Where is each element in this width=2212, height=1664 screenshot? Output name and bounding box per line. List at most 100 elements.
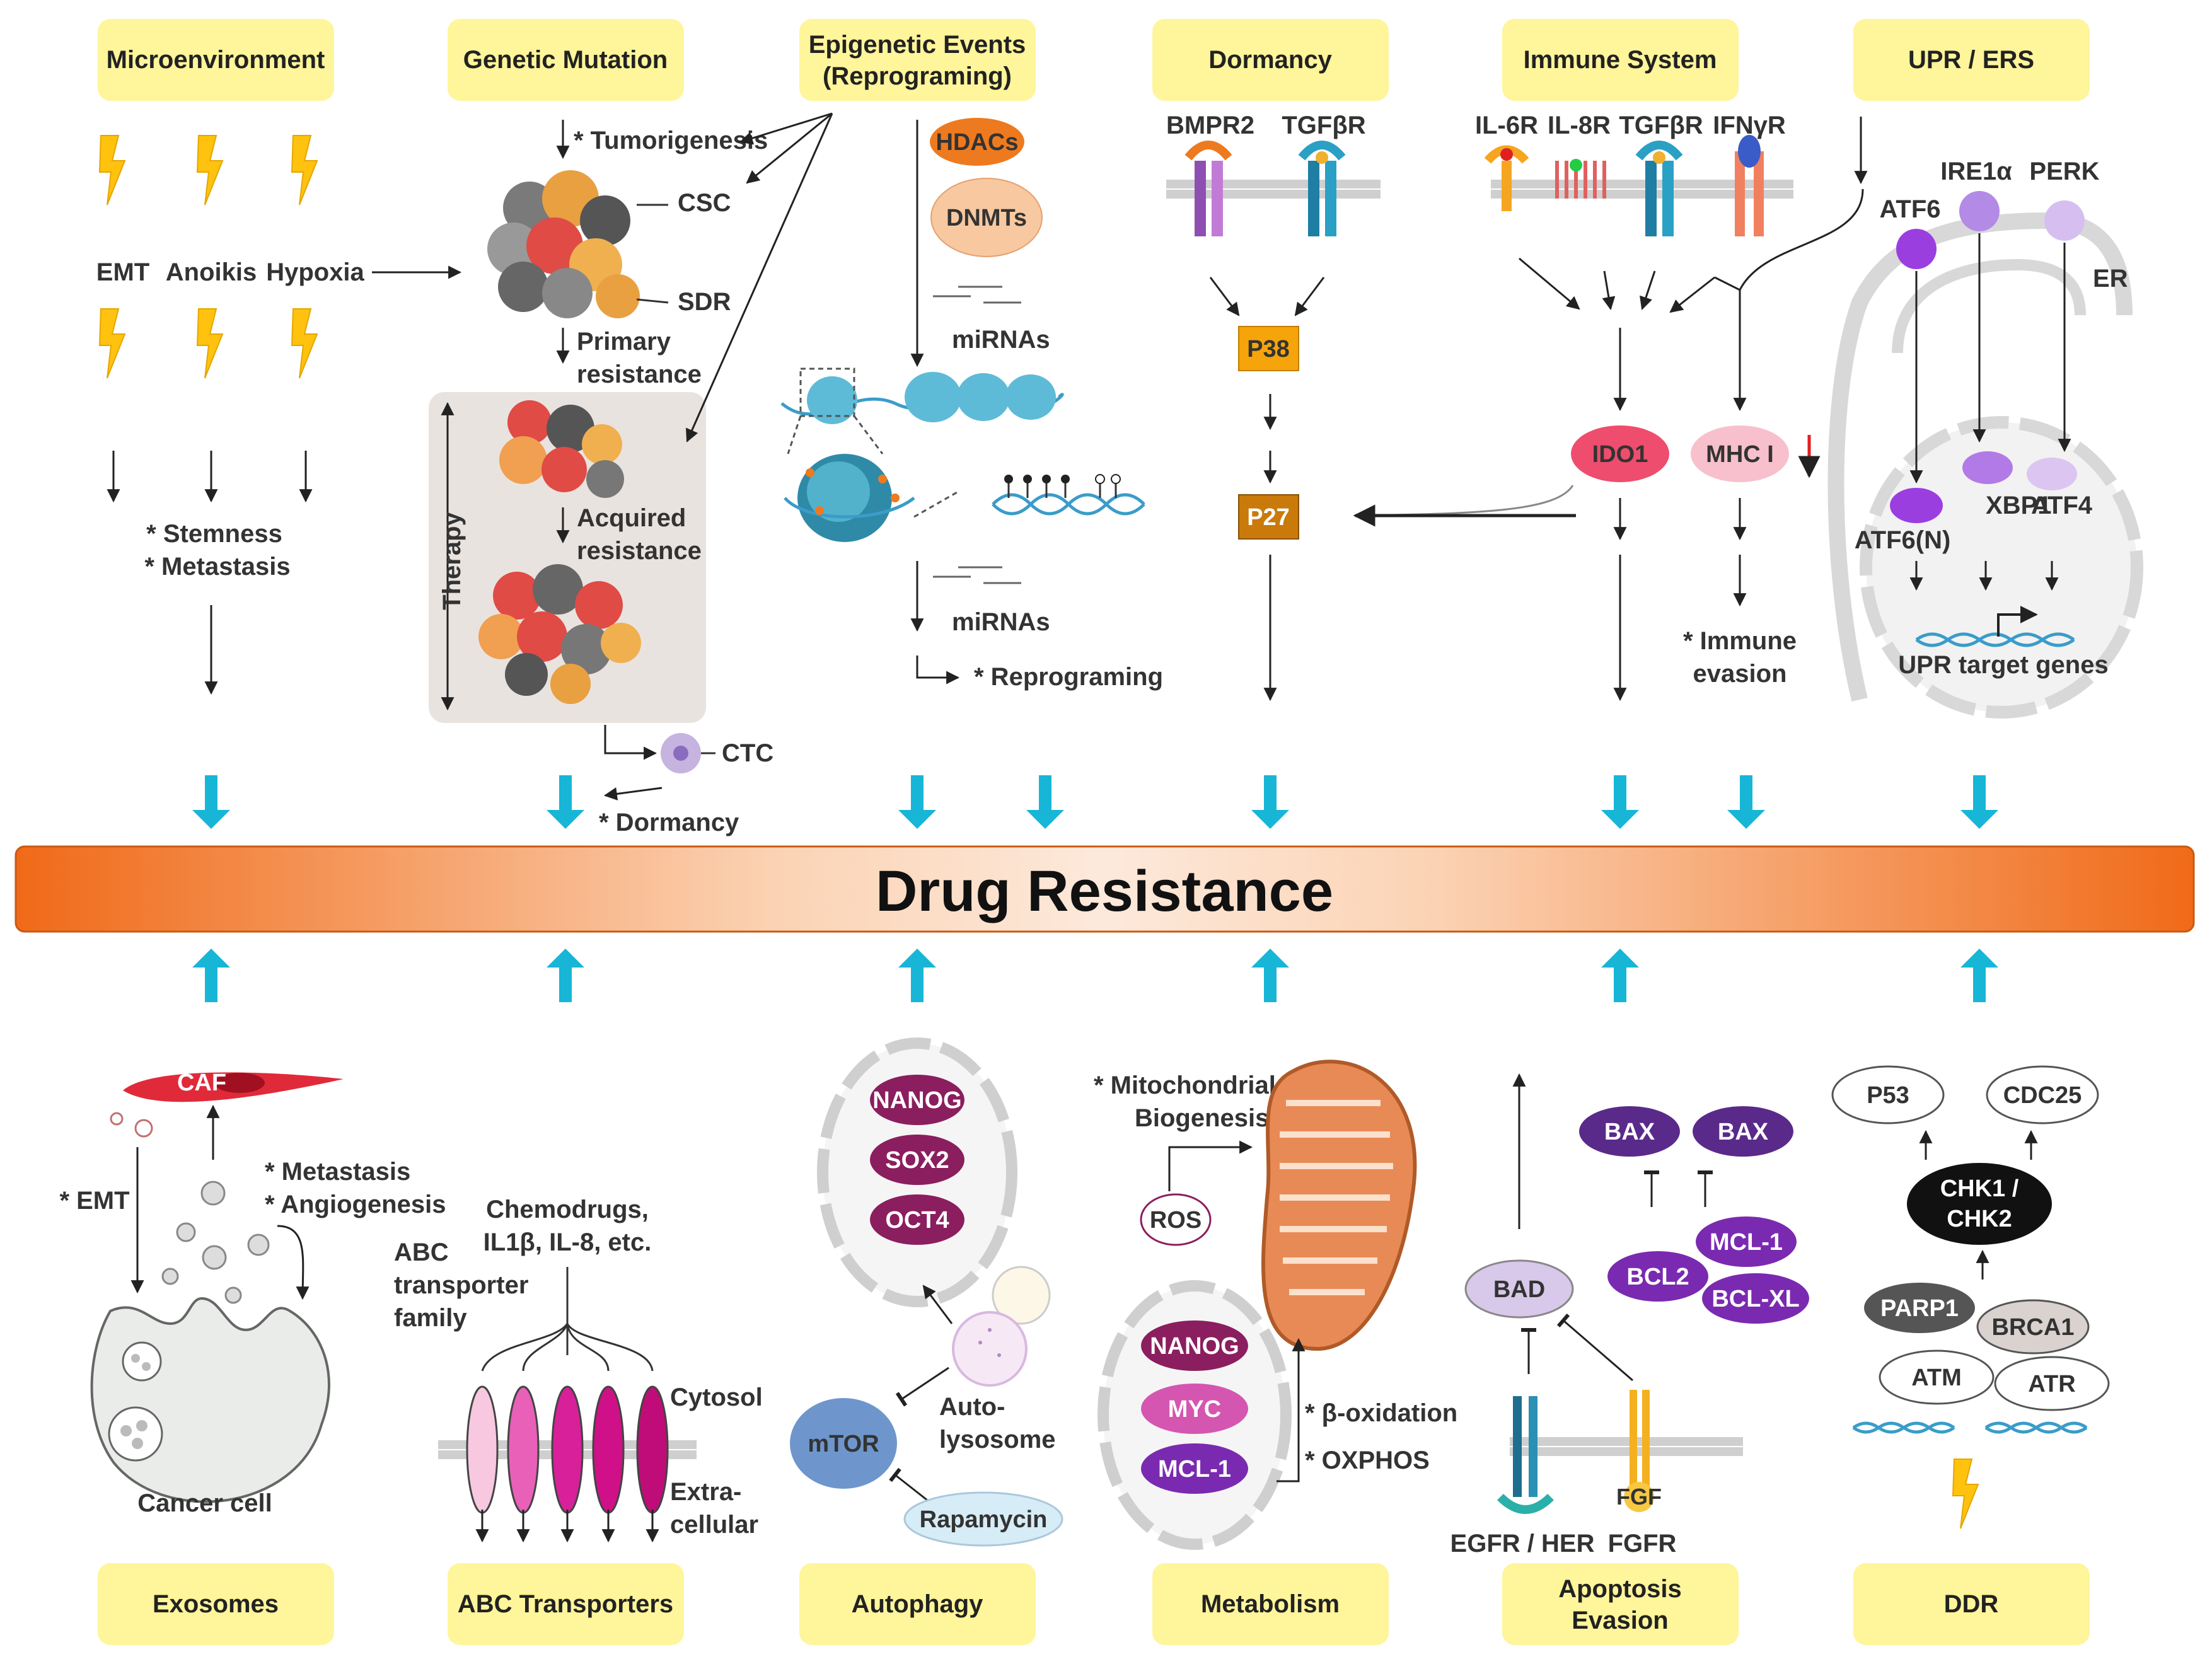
metastasis-label: * Metastasis (144, 553, 290, 581)
abc-transporters-panel: Chemodrugs, IL1β, IL-8, etc. ABC transpo… (394, 1196, 763, 1543)
tgfbr-immune-label: TGFβR (1619, 112, 1703, 139)
immune-evasion-label-2: evasion (1693, 660, 1787, 688)
perk-label: PERK (2029, 158, 2099, 185)
header-ddr: DDR (1944, 1590, 1999, 1618)
mitochondrion-icon (1261, 1060, 1417, 1351)
atr-label: ATR (2028, 1371, 2075, 1397)
dormancy-panel: BMPR2 TGFβR P38 P27 (1166, 112, 1576, 702)
reprograming-label: * Reprograming (974, 663, 1163, 691)
epigenetic-panel: HDACs DNMTs miRNAs (780, 118, 1163, 691)
oct4-label: OCT4 (885, 1207, 949, 1234)
cancer-cell-label: Cancer cell (137, 1489, 272, 1517)
autolysosome-label-2: lysosome (939, 1426, 1056, 1453)
bcl2-label: BCL2 (1626, 1264, 1689, 1290)
header-reprograming: (Reprograming) (823, 62, 1012, 90)
csc-label: CSC (678, 189, 731, 217)
genetic-mutation-panel: * Tumorigenesis CSC SDR Primary resistan… (429, 112, 833, 836)
meta-mcl1-label: MCL-1 (1158, 1456, 1231, 1482)
exo-metastasis-label: * Metastasis (265, 1158, 410, 1186)
bmpr2-label: BMPR2 (1166, 112, 1254, 139)
header-exosomes: Exosomes (153, 1590, 279, 1618)
header-abc-transporters: ABC Transporters (458, 1590, 673, 1618)
dna-icon (1852, 1421, 2088, 1434)
extracellular-label-2: cellular (670, 1511, 758, 1539)
ifngr-label: IFNγR (1713, 112, 1786, 139)
header-immune-system: Immune System (1524, 46, 1717, 74)
tumorigenesis-label: * Tumorigenesis (574, 127, 768, 154)
stemness-label: * Stemness (146, 520, 282, 548)
exosomes-panel: CAF * EMT * Metastasis * Angiogenesis Ca… (59, 1070, 446, 1517)
dormancy-label: * Dormancy (599, 809, 739, 836)
cyan-arrows-down (192, 775, 1998, 829)
transporter-icon (466, 1385, 669, 1514)
immune-evasion-label-1: * Immune (1683, 627, 1797, 655)
atf4-label: ATF4 (2031, 492, 2093, 519)
fgf-label: FGF (1616, 1484, 1662, 1510)
mito-biogenesis-label-2: Biogenesis (1135, 1104, 1269, 1132)
dnmts-label: DNMTs (946, 205, 1027, 231)
il6r-label: IL-6R (1475, 112, 1538, 139)
header-metabolism: Metabolism (1201, 1590, 1340, 1618)
xbp1-label: XBP1 (1986, 492, 2052, 519)
receptor-icon (1484, 135, 1764, 236)
primary-label: Primary (577, 328, 671, 355)
apop-mcl1-label: MCL-1 (1710, 1229, 1783, 1256)
anoikis-label: Anoikis (166, 258, 257, 286)
sdr-label: SDR (678, 288, 731, 316)
tumor-cluster-icon (478, 564, 641, 704)
extracellular-label-1: Extra- (670, 1478, 741, 1506)
dna-icon (1915, 632, 2075, 647)
atf6-label: ATF6 (1879, 195, 1940, 223)
header-apoptosis: Apoptosis (1558, 1575, 1682, 1603)
autolysosome-label-1: Auto- (939, 1393, 1005, 1421)
mirnas-label-2: miRNAs (952, 608, 1050, 636)
header-dormancy: Dormancy (1208, 46, 1332, 74)
header-genetic-mutation: Genetic Mutation (463, 46, 668, 74)
brca1-label: BRCA1 (1992, 1314, 2075, 1341)
primary-resistance-label: resistance (577, 361, 702, 388)
bclxl-label: BCL-XL (1711, 1286, 1799, 1312)
p38-label: P38 (1247, 336, 1290, 362)
upr-target-genes-label: UPR target genes (1898, 651, 2108, 679)
header-microenvironment: Microenvironment (107, 46, 325, 74)
lightning-icon (291, 135, 318, 205)
lightning-icon (197, 135, 223, 205)
atm-label: ATM (1911, 1365, 1962, 1391)
parp1-label: PARP1 (1880, 1295, 1959, 1322)
ctc-label: CTC (722, 739, 773, 767)
rapamycin-label: Rapamycin (920, 1506, 1048, 1533)
beta-oxidation-label: * β-oxidation (1305, 1399, 1457, 1427)
header-autophagy: Autophagy (852, 1590, 984, 1618)
acquired-resistance-label: resistance (577, 537, 702, 565)
mirnas-label-1: miRNAs (952, 326, 1050, 354)
chemodrugs-label: Chemodrugs, (486, 1196, 649, 1223)
mhc-label: MHC I (1706, 441, 1774, 468)
mito-biogenesis-label-1: * Mitochondrial (1094, 1072, 1276, 1099)
exo-emt-label: * EMT (59, 1187, 129, 1215)
nucleosome-icon (780, 367, 1064, 542)
il8r-label: IL-8R (1548, 112, 1611, 139)
vesicle-icon (161, 1181, 270, 1304)
myc-label: MYC (1168, 1396, 1221, 1423)
header-epigenetic-events: Epigenetic Events (809, 31, 1026, 59)
oxphos-label: * OXPHOS (1305, 1447, 1430, 1474)
hypoxia-label: Hypoxia (266, 258, 364, 286)
metabolism-panel: * Mitochondrial Biogenesis ROS NANOG MYC… (1094, 1060, 1457, 1550)
drug-resistance-bar: Drug Resistance (14, 845, 2195, 933)
microenvironment-panel: EMT Anoikis Hypoxia * Stemness * Metasta… (96, 135, 462, 695)
receptor-icon (1497, 1390, 1654, 1514)
bad-label: BAD (1493, 1276, 1545, 1303)
abc-family-label-1: ABC (394, 1239, 449, 1266)
lightning-icon (99, 135, 125, 205)
egfr-label: EGFR / HER (1451, 1530, 1595, 1557)
immune-system-panel: IL-6R IL-8R TGFβR IFNγR IDO1 MHC I (1475, 112, 1821, 702)
caf-label: CAF (177, 1070, 226, 1096)
cytosol-label: Cytosol (670, 1384, 763, 1411)
meta-nanog-label: NANOG (1150, 1333, 1239, 1360)
lightning-icon (291, 308, 318, 379)
mtor-label: mTOR (808, 1431, 879, 1457)
p27-label: P27 (1247, 504, 1290, 531)
hdacs-label: HDACs (936, 129, 1019, 156)
bax-label-1: BAX (1604, 1119, 1655, 1145)
